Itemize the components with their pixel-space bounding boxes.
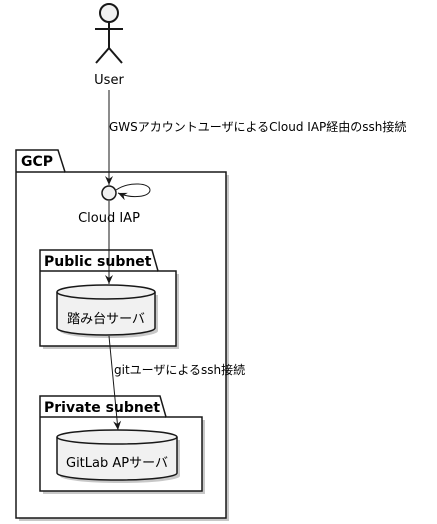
package-gcp-title: GCP xyxy=(21,154,53,170)
stick-figure-icon xyxy=(95,3,123,64)
bastion-cylinder-body xyxy=(56,284,156,336)
gitlab-label: GitLab APサーバ xyxy=(66,456,168,471)
gitlab-cylinder-rim xyxy=(56,436,178,445)
edge-bastion-to-gitlab: gitユーザによるssh接続 xyxy=(108,335,245,431)
iap-self-loop xyxy=(115,183,151,201)
actor-right-leg xyxy=(108,47,123,64)
actor-left-leg xyxy=(95,47,110,64)
actor-user-label: User xyxy=(94,73,124,88)
actor-user: User xyxy=(94,3,124,88)
database-cylinder-icon xyxy=(56,429,178,481)
gitlab-cylinder-body xyxy=(56,429,178,481)
edge-user-to-iap: GWSアカウントユーザによるCloud IAP経由のssh接続 xyxy=(105,90,406,185)
database-cylinder-icon xyxy=(56,284,156,336)
actor-head xyxy=(99,3,119,23)
interface-circle-icon xyxy=(101,185,117,201)
node-bastion: 踏み台サーバ xyxy=(56,284,158,338)
edge-bastion-to-gitlab-line xyxy=(108,335,122,431)
node-gitlab-server: GitLab APサーバ xyxy=(56,429,180,483)
edge-bastion-to-gitlab-label: gitユーザによるssh接続 xyxy=(114,362,245,377)
package-public-title: Public subnet xyxy=(44,254,152,270)
edge-user-to-iap-label: GWSアカウントユーザによるCloud IAP経由のssh接続 xyxy=(109,119,406,134)
bastion-label: 踏み台サーバ xyxy=(67,312,145,327)
bastion-cylinder-rim xyxy=(56,291,156,300)
package-private-title: Private subnet xyxy=(44,400,160,416)
